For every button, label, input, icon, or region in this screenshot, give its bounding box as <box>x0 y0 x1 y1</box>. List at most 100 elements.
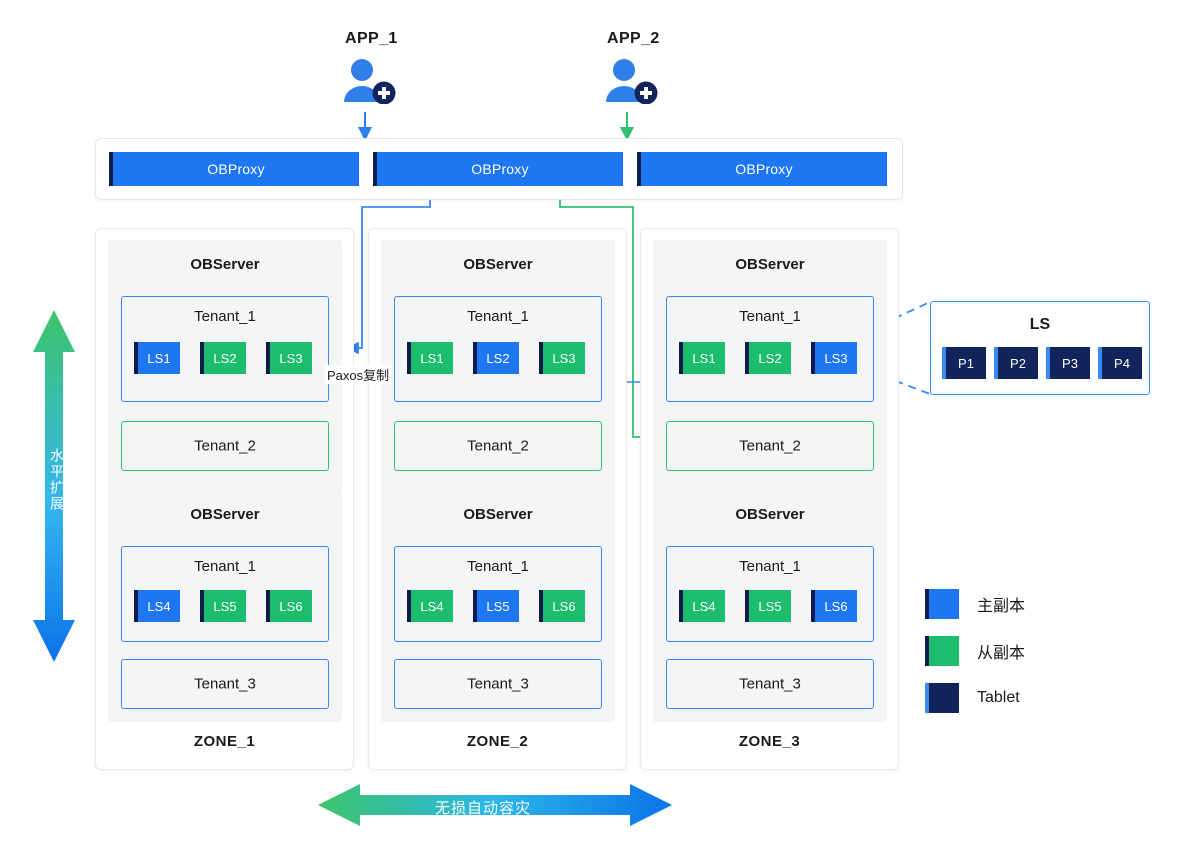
tenant-title: Tenant_3 <box>194 675 256 693</box>
ls-label: LS5 <box>486 598 510 614</box>
ls-label: LS6 <box>824 598 848 614</box>
observer-title: OBServer <box>463 506 533 523</box>
ls-chip[interactable]: LS6 <box>266 590 312 622</box>
legend-label: 主副本 <box>977 598 1026 615</box>
ls-chip[interactable]: LS2 <box>473 342 519 374</box>
tenant-title: Tenant_1 <box>467 308 529 325</box>
observer-block: OBServer Tenant_1 LS1 LS2 LS3 Tenant_2 <box>653 240 887 492</box>
ls-label: LS1 <box>147 350 171 366</box>
obproxy-box-2[interactable]: OBProxy <box>373 152 623 186</box>
legend-swatch-follower <box>925 636 959 666</box>
observer-title: OBServer <box>735 256 805 273</box>
observer-block: OBServer Tenant_1 LS1 LS2 LS3 Tenant_2 <box>108 240 342 492</box>
observer-title: OBServer <box>190 256 260 273</box>
observer-title: OBServer <box>463 256 533 273</box>
ls-chip[interactable]: LS6 <box>539 590 585 622</box>
proxy-band: OBProxy OBProxy OBProxy <box>95 138 903 200</box>
tablet-chip[interactable]: P3 <box>1046 347 1090 379</box>
legend-item-primary: 主副本 <box>925 589 1025 619</box>
ls-label: LS3 <box>279 350 303 366</box>
tablet-chip[interactable]: P4 <box>1098 347 1142 379</box>
ls-chip[interactable]: LS1 <box>679 342 725 374</box>
legend-label: 从副本 <box>977 645 1026 662</box>
obproxy-box-3[interactable]: OBProxy <box>637 152 887 186</box>
zone-card-3: ZONE_3 OBServer Tenant_1 LS1 LS2 LS3 Ten… <box>640 228 899 770</box>
tenant-title: Tenant_2 <box>739 437 801 455</box>
observer-block: OBServer Tenant_1 LS4 LS5 LS6 Tenant_3 <box>108 490 342 722</box>
ls-label: LS3 <box>824 350 848 366</box>
tenant-box[interactable]: Tenant_1 LS1 LS2 LS3 <box>121 296 329 402</box>
legend-swatch-primary <box>925 589 959 619</box>
legend-swatch-tablet <box>925 683 959 713</box>
ls-label: LS2 <box>213 350 237 366</box>
ls-chip[interactable]: LS1 <box>407 342 453 374</box>
ls-label: LS6 <box>552 598 576 614</box>
legend-item-tablet: Tablet <box>925 683 1020 713</box>
ls-label: LS5 <box>758 598 782 614</box>
ls-chip[interactable]: LS3 <box>811 342 857 374</box>
ls-label: LS2 <box>758 350 782 366</box>
tenant-title: Tenant_2 <box>467 437 529 455</box>
ls-panel-title: LS <box>1029 316 1051 333</box>
tenant-box[interactable]: Tenant_2 <box>394 421 602 471</box>
ls-label: LS3 <box>552 350 576 366</box>
obproxy-label: OBProxy <box>207 161 265 177</box>
tenant-box[interactable]: Tenant_1 LS1 LS2 LS3 <box>394 296 602 402</box>
zone-title: ZONE_1 <box>193 733 256 750</box>
tenant-box[interactable]: Tenant_3 <box>394 659 602 709</box>
tenant-title: Tenant_3 <box>467 675 529 693</box>
ls-chip[interactable]: LS2 <box>200 342 246 374</box>
tablet-label: P1 <box>958 355 974 371</box>
ls-chip[interactable]: LS4 <box>679 590 725 622</box>
ls-label: LS2 <box>486 350 510 366</box>
ls-chip[interactable]: LS4 <box>407 590 453 622</box>
observer-block: OBServer Tenant_1 LS4 LS5 LS6 Tenant_3 <box>381 490 615 722</box>
ls-label: LS1 <box>420 350 444 366</box>
user-add-icon <box>602 58 658 105</box>
ls-chip[interactable]: LS3 <box>539 342 585 374</box>
observer-block: OBServer Tenant_1 LS4 LS5 LS6 Tenant_3 <box>653 490 887 722</box>
tenant-box[interactable]: Tenant_1 LS4 LS5 LS6 <box>394 546 602 642</box>
ls-chip[interactable]: LS5 <box>473 590 519 622</box>
ls-chip[interactable]: LS3 <box>266 342 312 374</box>
zone-title: ZONE_2 <box>466 733 529 750</box>
ls-label: LS5 <box>213 598 237 614</box>
ls-detail-panel: LS P1 P2 P3 P4 <box>930 301 1150 395</box>
ls-chip[interactable]: LS1 <box>134 342 180 374</box>
tenant-box[interactable]: Tenant_1 LS4 LS5 LS6 <box>121 546 329 642</box>
app-label-2: APP_2 <box>607 30 660 47</box>
ls-chip[interactable]: LS6 <box>811 590 857 622</box>
ls-label: LS4 <box>692 598 716 614</box>
legend-item-follower: 从副本 <box>925 636 1025 666</box>
ls-chip[interactable]: LS2 <box>745 342 791 374</box>
tenant-title: Tenant_1 <box>467 558 529 575</box>
tablet-chip[interactable]: P1 <box>942 347 986 379</box>
tenant-title: Tenant_1 <box>194 308 256 325</box>
tenant-title: Tenant_1 <box>194 558 256 575</box>
tablet-chip[interactable]: P2 <box>994 347 1038 379</box>
ls-chip[interactable]: LS5 <box>200 590 246 622</box>
zone-title: ZONE_3 <box>738 733 801 750</box>
tenant-title: Tenant_3 <box>739 675 801 693</box>
zone-card-1: ZONE_1 OBServer Tenant_1 LS1 LS2 LS3 Ten… <box>95 228 354 770</box>
tenant-box[interactable]: Tenant_1 LS4 LS5 LS6 <box>666 546 874 642</box>
tenant-box[interactable]: Tenant_3 <box>121 659 329 709</box>
observer-title: OBServer <box>735 506 805 523</box>
tenant-box[interactable]: Tenant_1 LS1 LS2 LS3 <box>666 296 874 402</box>
app-label-1: APP_1 <box>345 30 398 47</box>
tenant-box[interactable]: Tenant_2 <box>121 421 329 471</box>
ls-label: LS6 <box>279 598 303 614</box>
obproxy-label: OBProxy <box>471 161 529 177</box>
observer-block: OBServer Tenant_1 LS1 LS2 LS3 Tenant_2 <box>381 240 615 492</box>
tablet-label: P2 <box>1010 355 1026 371</box>
obproxy-box-1[interactable]: OBProxy <box>109 152 359 186</box>
observer-title: OBServer <box>190 506 260 523</box>
ls-chip[interactable]: LS4 <box>134 590 180 622</box>
ls-chip[interactable]: LS5 <box>745 590 791 622</box>
tenant-box[interactable]: Tenant_2 <box>666 421 874 471</box>
tenant-box[interactable]: Tenant_3 <box>666 659 874 709</box>
tablet-label: P4 <box>1114 355 1130 371</box>
zone-card-2: ZONE_2 OBServer Tenant_1 LS1 LS2 LS3 Ten… <box>368 228 627 770</box>
tablet-label: P3 <box>1062 355 1078 371</box>
